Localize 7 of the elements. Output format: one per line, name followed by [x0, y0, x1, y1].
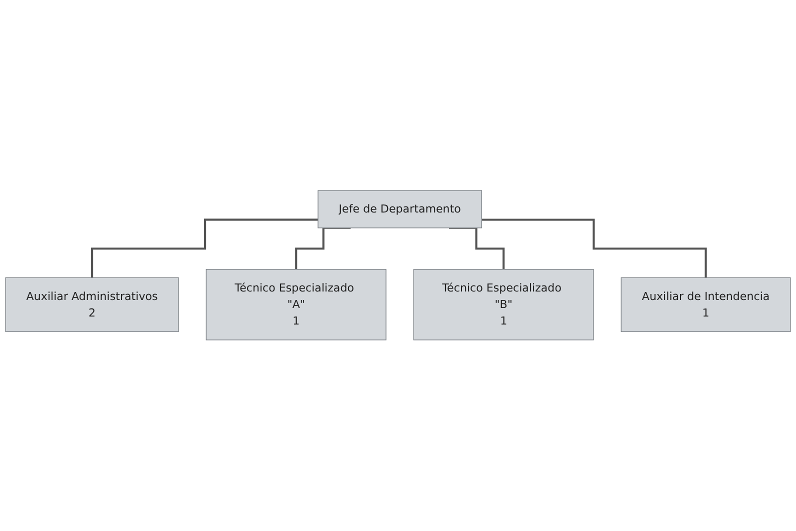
node-box: Jefe de Departamento — [318, 190, 482, 228]
connector — [482, 218, 707, 279]
node-box: Técnico Especializado "B" 1 — [413, 269, 594, 341]
connector — [91, 218, 318, 279]
node-box: Técnico Especializado "A" 1 — [206, 269, 386, 341]
node-box: Auxiliar Administrativos 2 — [5, 278, 179, 332]
node-box: Auxiliar de Intendencia 1 — [620, 278, 791, 332]
